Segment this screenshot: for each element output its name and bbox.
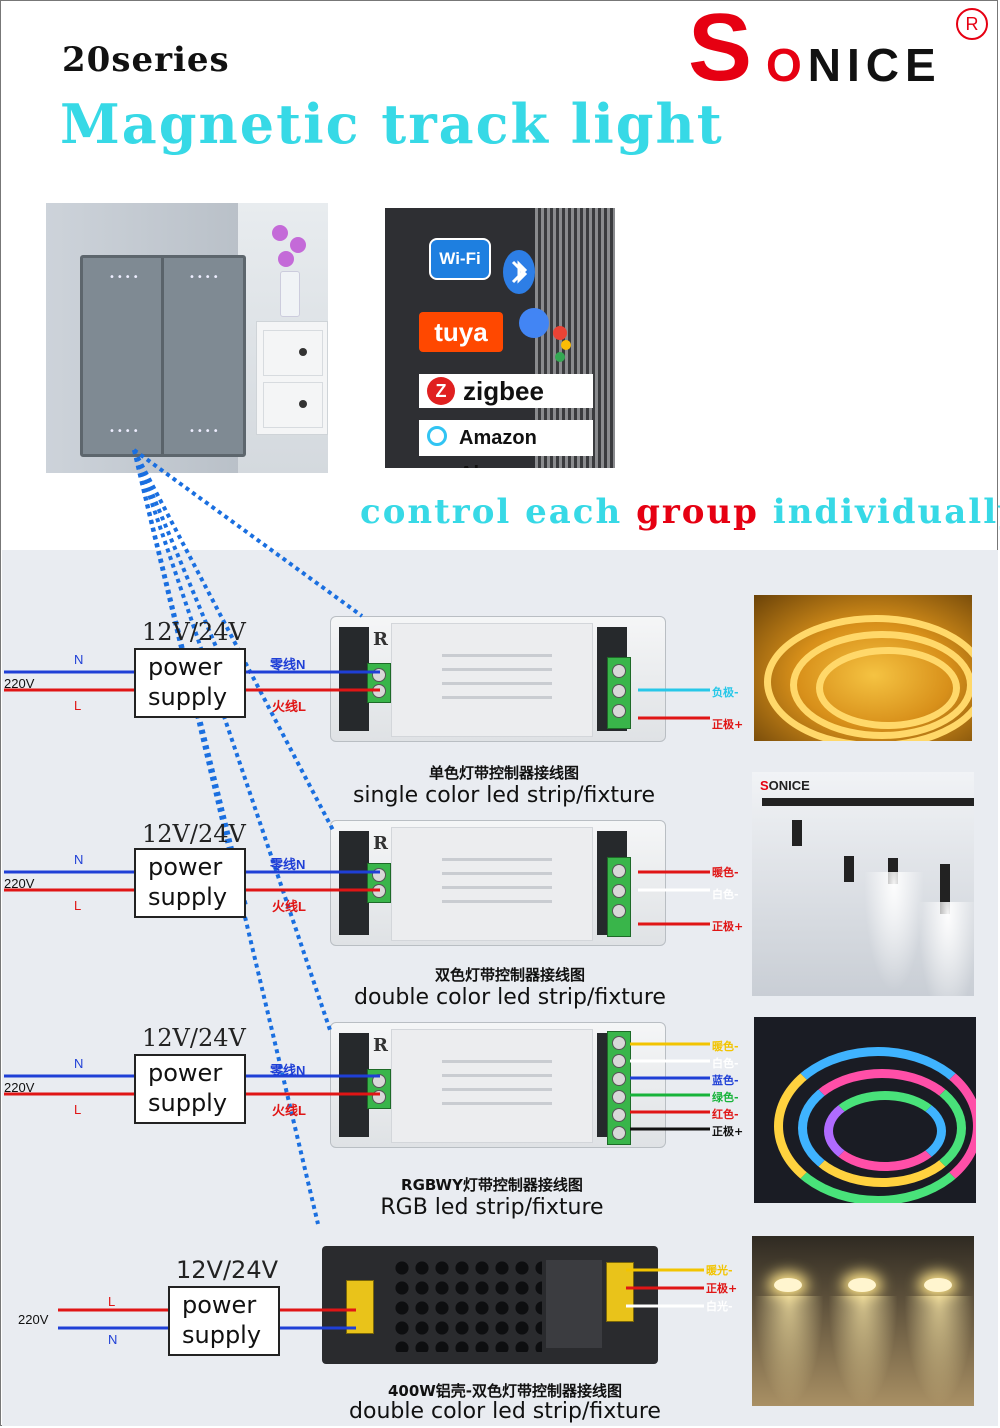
output-label: 白色- <box>712 1057 739 1070</box>
output-label: 蓝色- <box>712 1074 739 1087</box>
alexa-icon <box>427 426 447 446</box>
neutral-label-1: N <box>74 652 84 667</box>
logo-initial: S <box>688 0 753 101</box>
warm-led-strip-photo <box>754 595 972 741</box>
input-neutral-2: 零线N <box>270 857 306 872</box>
live-label-3: L <box>74 1102 82 1117</box>
tagline: control each group individually <box>360 492 1000 532</box>
track-light-room-photo: SONICE <box>752 772 974 996</box>
registered-icon: R <box>956 8 988 40</box>
psu-voltage-3: 12V/24V <box>142 1024 246 1052</box>
live-label-4: L <box>108 1294 116 1309</box>
input-live-1: 火线L <box>272 699 306 714</box>
neutral-label-4: N <box>108 1332 118 1347</box>
page-title: Magnetic track light <box>60 92 724 156</box>
mains-voltage-3: 220V <box>4 1080 35 1095</box>
output-label: 白光- <box>706 1300 733 1313</box>
output-label: 暖色- <box>712 866 739 879</box>
input-neutral-3: 零线N <box>270 1063 306 1078</box>
neutral-label-2: N <box>74 852 84 867</box>
mains-voltage-1: 220V <box>4 676 35 691</box>
psu-voltage-2: 12V/24V <box>142 820 246 848</box>
mains-voltage-2: 220V <box>4 876 35 891</box>
output-label: 白色- <box>712 888 739 901</box>
downlight-photo <box>752 1236 974 1406</box>
wall-switch-photo: •••• •••• •••• •••• <box>46 203 328 473</box>
psu-voltage-1: 12V/24V <box>142 618 246 646</box>
input-live-2: 火线L <box>272 899 306 914</box>
output-label: 暖色- <box>712 1040 739 1053</box>
input-neutral-1: 零线N <box>270 657 306 672</box>
dresser <box>256 321 328 435</box>
series-label: 20series <box>62 40 230 80</box>
output-label: 绿色- <box>712 1091 739 1104</box>
psu-voltage-4: 12V/24V <box>176 1256 278 1284</box>
wifi-badge: Wi-Fi <box>429 238 491 280</box>
controller-double-color: R <box>330 820 666 946</box>
output-label: 暖光- <box>706 1264 733 1277</box>
smart-switch-panel: •••• •••• •••• •••• <box>80 255 246 457</box>
bluetooth-icon <box>503 250 535 294</box>
rgb-led-strip-photo <box>754 1017 976 1203</box>
logo-wordmark: ONICE <box>766 39 942 91</box>
tuya-badge: tuya <box>419 312 503 352</box>
output-label: 正极+ <box>712 1125 744 1138</box>
vase <box>280 271 300 317</box>
zigbee-icon: Z <box>427 377 455 405</box>
output-label: 正极+ <box>712 920 744 933</box>
flower <box>272 225 288 241</box>
output-label: 正极+ <box>712 718 744 731</box>
sonice-logo: S ONICE R <box>688 0 988 96</box>
live-label-1: L <box>74 698 82 713</box>
flower <box>290 237 306 253</box>
neutral-label-3: N <box>74 1056 84 1071</box>
input-live-3: 火线L <box>272 1103 306 1118</box>
room-logo: SONICE <box>760 778 810 793</box>
mains-voltage-4: 220V <box>18 1312 49 1327</box>
alexa-badge: Amazon Alexa <box>419 420 593 468</box>
output-label: 负极- <box>712 686 739 699</box>
controller-single-color: R <box>330 616 666 742</box>
output-label: 正极+ <box>706 1282 738 1295</box>
controller-400w-aluminum <box>322 1246 658 1364</box>
live-label-2: L <box>74 898 82 913</box>
zigbee-badge: Z zigbee <box>419 374 593 408</box>
controller-rgbwy: R <box>330 1022 666 1148</box>
protocol-logos-panel: Wi-Fi tuya Z zigbee Amazon Alexa <box>385 208 615 468</box>
output-label: 红色- <box>712 1108 739 1121</box>
flower <box>278 251 294 267</box>
